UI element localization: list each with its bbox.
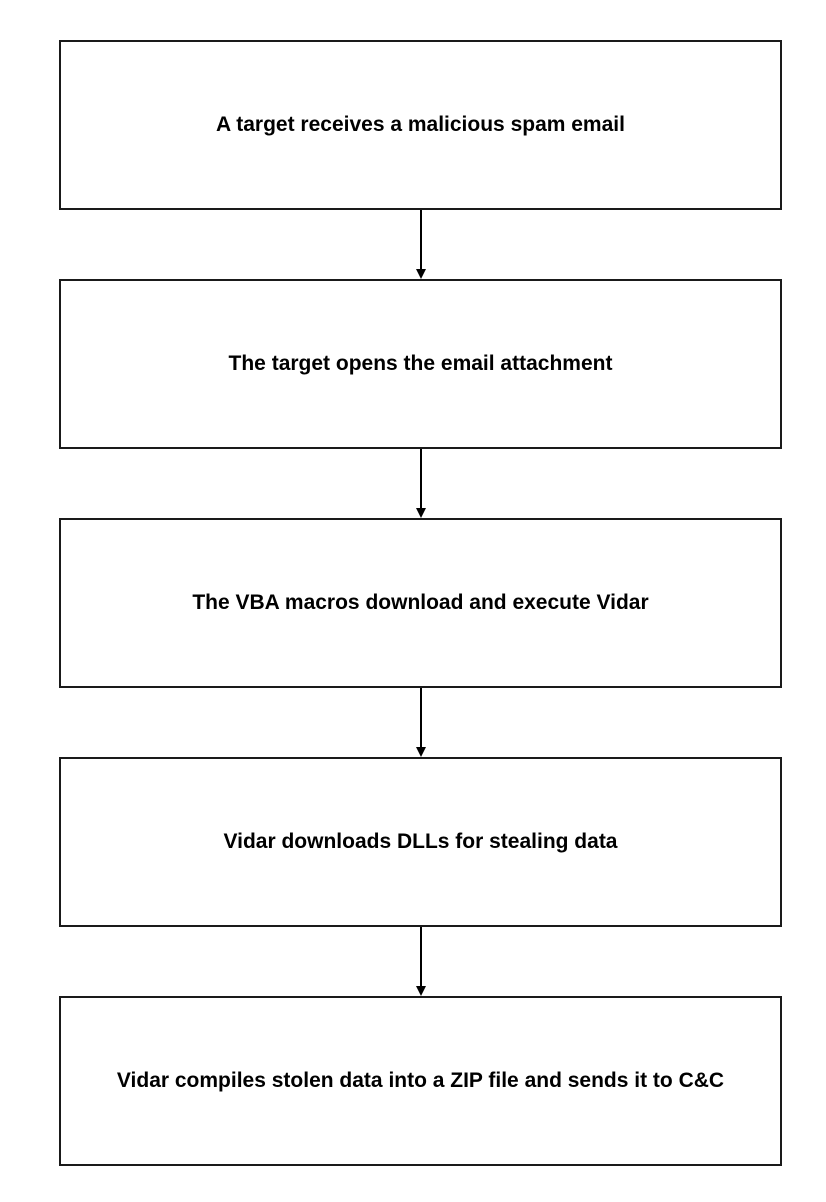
flow-step-3: The VBA macros download and execute Vida… (59, 518, 782, 688)
flow-step-4: Vidar downloads DLLs for stealing data (59, 757, 782, 927)
arrow-down-icon (415, 508, 426, 518)
connector-4 (59, 927, 782, 996)
flow-step-5: Vidar compiles stolen data into a ZIP fi… (59, 996, 782, 1166)
flow-step-2-label: The target opens the email attachment (228, 351, 613, 375)
flow-step-2: The target opens the email attachment (59, 279, 782, 449)
connector-2 (59, 449, 782, 518)
connector-1 (59, 210, 782, 279)
flow-step-1-label: A target receives a malicious spam email (216, 112, 625, 136)
flowchart: A target receives a malicious spam email… (59, 40, 782, 1166)
arrow-down-icon (415, 269, 426, 279)
arrow-line (419, 927, 422, 988)
flow-step-1: A target receives a malicious spam email (59, 40, 782, 210)
flow-step-4-label: Vidar downloads DLLs for stealing data (223, 829, 618, 853)
flow-step-3-label: The VBA macros download and execute Vida… (192, 590, 649, 614)
arrow-line (419, 449, 422, 510)
arrow-line (419, 688, 422, 749)
flow-step-5-label: Vidar compiles stolen data into a ZIP fi… (116, 1068, 725, 1092)
arrow-down-icon (415, 747, 426, 757)
arrow-line (419, 210, 422, 271)
arrow-down-icon (415, 986, 426, 996)
connector-3 (59, 688, 782, 757)
